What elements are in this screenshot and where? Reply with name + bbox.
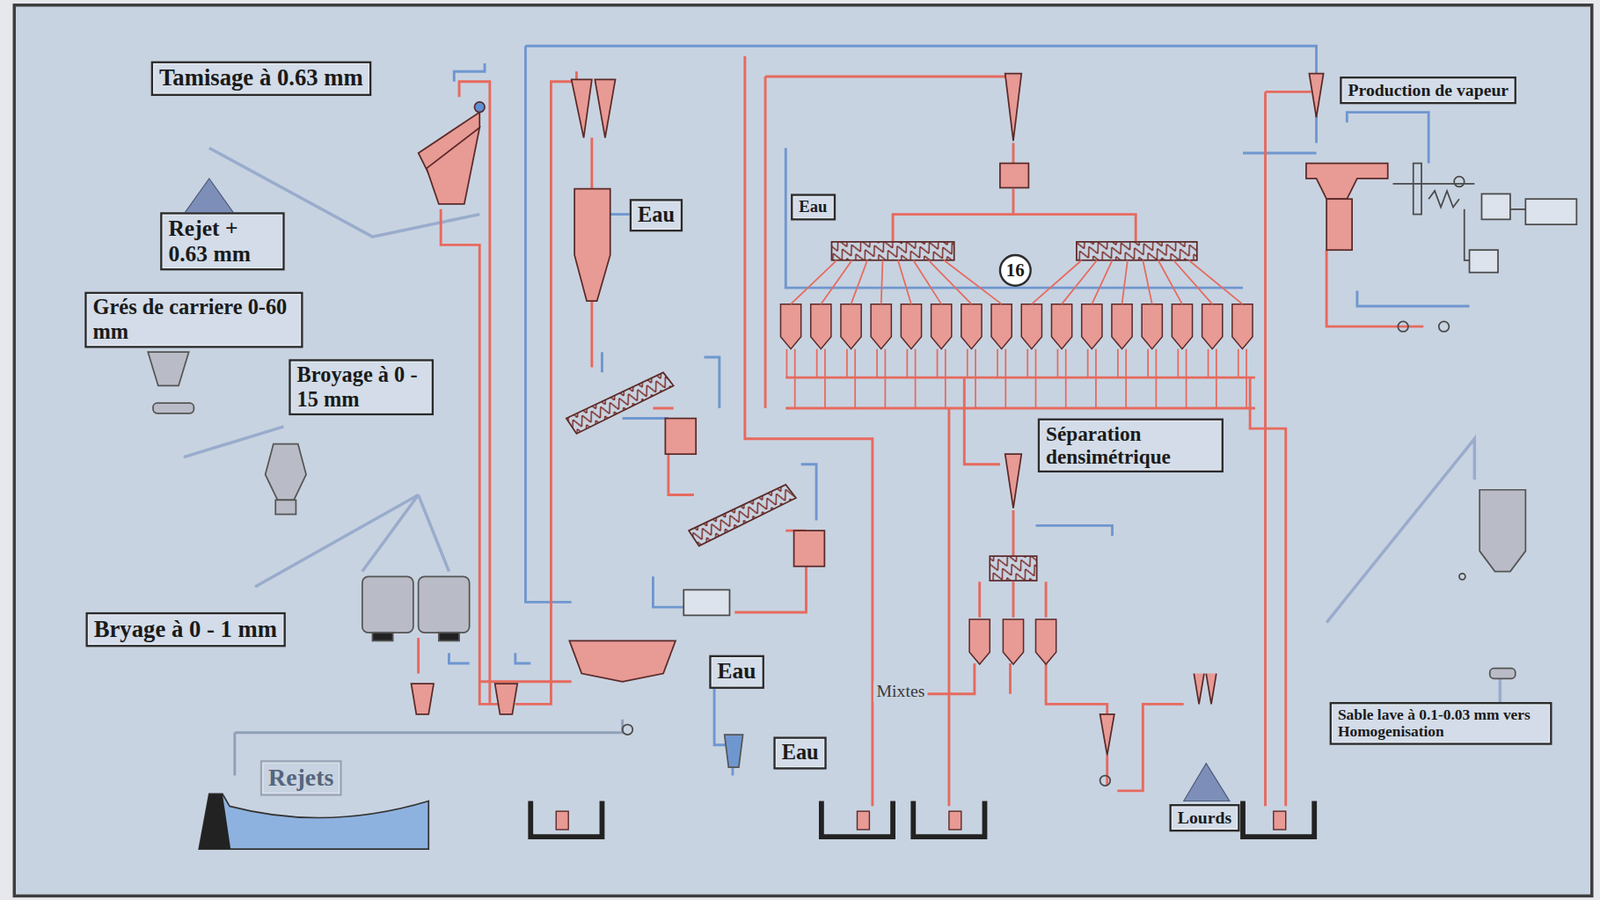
label-box: Sable lave à 0.1-0.03 mm vers Homogenisa… (1329, 701, 1553, 745)
node-text: Eau (717, 658, 757, 685)
label-box: Broyage à 0 - 15 mm (288, 358, 434, 416)
node-text: Grés de carriere 0-60 mm (93, 295, 296, 344)
label-box: Eau (708, 655, 765, 689)
node-text: Eau (798, 197, 827, 217)
label-box: Tamisage à 0.63 mm (151, 61, 372, 96)
node-text: Bryage à 0 - 1 mm (94, 616, 278, 643)
label-box: Eau (790, 193, 836, 220)
label-box: Grés de carriere 0-60 mm (84, 292, 303, 349)
label-box: Séparation densimétrique (1037, 418, 1224, 473)
node-text: Production de vapeur (1347, 80, 1509, 101)
stream-label: Mixtes (873, 681, 928, 702)
node-text: 16 (1006, 260, 1025, 281)
label-box: Rejet + 0.63 mm (160, 211, 285, 271)
node-text: Eau (781, 740, 819, 765)
label-box: Production de vapeur (1339, 76, 1517, 104)
node-text: Lourds (1177, 808, 1232, 828)
label-box: Eau (773, 736, 827, 769)
node-text: Séparation densimétrique (1045, 422, 1216, 468)
callout-circle: 16 (999, 254, 1032, 287)
label-box: Bryage à 0 - 1 mm (85, 612, 285, 647)
label-box: Rejets (260, 759, 343, 796)
label-box: Lourds (1168, 803, 1240, 832)
node-text: Tamisage à 0.63 mm (159, 65, 364, 92)
node-text: Broyage à 0 - 15 mm (297, 363, 426, 412)
label-box: Eau (629, 198, 684, 232)
node-text: Rejets (268, 764, 334, 792)
node-text: Eau (637, 203, 675, 227)
node-text: Rejet + 0.63 mm (168, 216, 277, 267)
node-text: Sable lave à 0.1-0.03 mm vers Homogenisa… (1337, 706, 1544, 741)
